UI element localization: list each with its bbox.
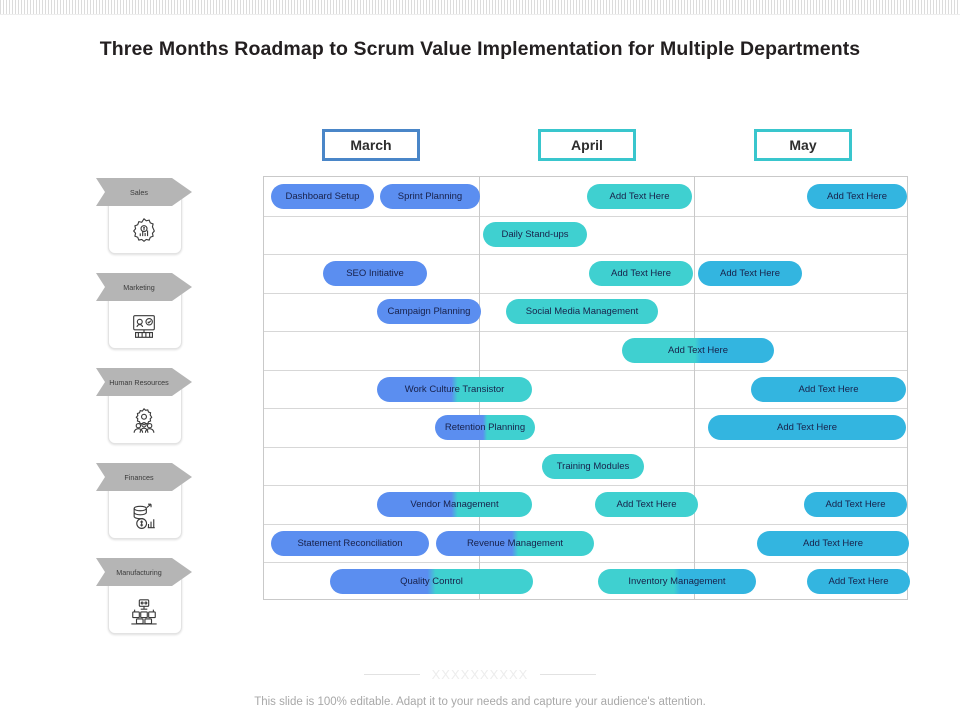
department-arrow-banner: Marketing [96, 273, 192, 301]
month-header-april: April [538, 129, 636, 161]
footer-decoration: XXXXXXXXXX [0, 664, 960, 684]
grid-row-line [264, 331, 907, 333]
month-header-may: May [754, 129, 852, 161]
task-bar[interactable]: Add Text Here [698, 260, 802, 286]
page-title: Three Months Roadmap to Scrum Value Impl… [99, 38, 861, 60]
task-bar[interactable]: Campaign Planning [377, 299, 481, 325]
grid-row-line [264, 523, 907, 525]
task-bar[interactable]: Dashboard Setup [271, 183, 374, 209]
department-arrow-banner: Finances [96, 463, 192, 491]
department-label: Marketing [123, 282, 155, 292]
task-bar[interactable]: Add Text Here [589, 260, 693, 286]
task-bar[interactable]: Add Text Here [595, 492, 698, 518]
task-bar[interactable]: Add Text Here [757, 530, 909, 556]
grid-row-line [264, 292, 907, 294]
deco-x-marks: XXXXXXXXXX [431, 666, 529, 682]
grid-row-line [264, 485, 907, 487]
task-bar[interactable]: Add Text Here [751, 376, 906, 402]
grid-row-line [264, 408, 907, 410]
task-bar[interactable]: Inventory Management [598, 569, 756, 595]
presentation-check-icon [108, 309, 180, 343]
gear-people-icon [108, 404, 180, 438]
factory-robot-icon [108, 594, 180, 628]
task-bar[interactable]: Revenue Management [436, 530, 594, 556]
month-header-march: March [322, 129, 420, 161]
department-finances[interactable]: Finances [96, 463, 192, 539]
task-bar[interactable]: Add Text Here [587, 183, 692, 209]
task-bar[interactable]: Work Culture Transistor [377, 376, 532, 402]
month-label: April [571, 137, 603, 153]
grid-row-line [264, 562, 907, 564]
footer-note: This slide is 100% editable. Adapt it to… [254, 696, 706, 708]
department-arrow-banner: Manufacturing [96, 558, 192, 586]
task-bar[interactable]: SEO Initiative [323, 260, 427, 286]
department-marketing[interactable]: Marketing [96, 273, 192, 349]
grid-row-line [264, 254, 907, 256]
task-bar[interactable]: Add Text Here [708, 415, 906, 441]
department-human-resources[interactable]: Human Resources [96, 368, 192, 444]
department-label: Human Resources [109, 377, 169, 387]
deco-line-left [363, 673, 420, 675]
department-label: Manufacturing [116, 567, 162, 577]
top-decorative-band [0, 0, 960, 14]
task-bar[interactable]: Add Text Here [622, 337, 774, 363]
department-arrow-banner: Sales [96, 178, 192, 206]
task-bar[interactable]: Statement Reconciliation [271, 530, 429, 556]
task-bar[interactable]: Retention Planning [435, 415, 535, 441]
task-bar[interactable]: Quality Control [330, 569, 533, 595]
task-bar[interactable]: Daily Stand-ups [483, 222, 587, 248]
task-bar[interactable]: Sprint Planning [380, 183, 480, 209]
task-bar[interactable]: Add Text Here [807, 183, 907, 209]
grid-row-line [264, 446, 907, 448]
grid-row-line [264, 215, 907, 217]
month-label: March [350, 137, 392, 153]
coins-growth-icon [108, 499, 180, 533]
task-bar[interactable]: Vendor Management [377, 492, 532, 518]
task-bar[interactable]: Add Text Here [807, 569, 910, 595]
department-arrow-banner: Human Resources [96, 368, 192, 396]
task-bar[interactable]: Social Media Management [506, 299, 658, 325]
deco-line-right [540, 673, 597, 675]
department-label: Finances [124, 472, 154, 482]
department-sales[interactable]: Sales [96, 178, 192, 254]
department-label: Sales [130, 187, 148, 197]
task-bar[interactable]: Training Modules [542, 453, 644, 479]
grid-row-line [264, 369, 907, 371]
grid-column-divider-april-may [694, 177, 695, 599]
department-manufacturing[interactable]: Manufacturing [96, 558, 192, 634]
gear-chart-icon [108, 214, 180, 248]
top-band-edge [0, 14, 960, 15]
task-bar[interactable]: Add Text Here [804, 492, 907, 518]
month-label: May [789, 137, 817, 153]
